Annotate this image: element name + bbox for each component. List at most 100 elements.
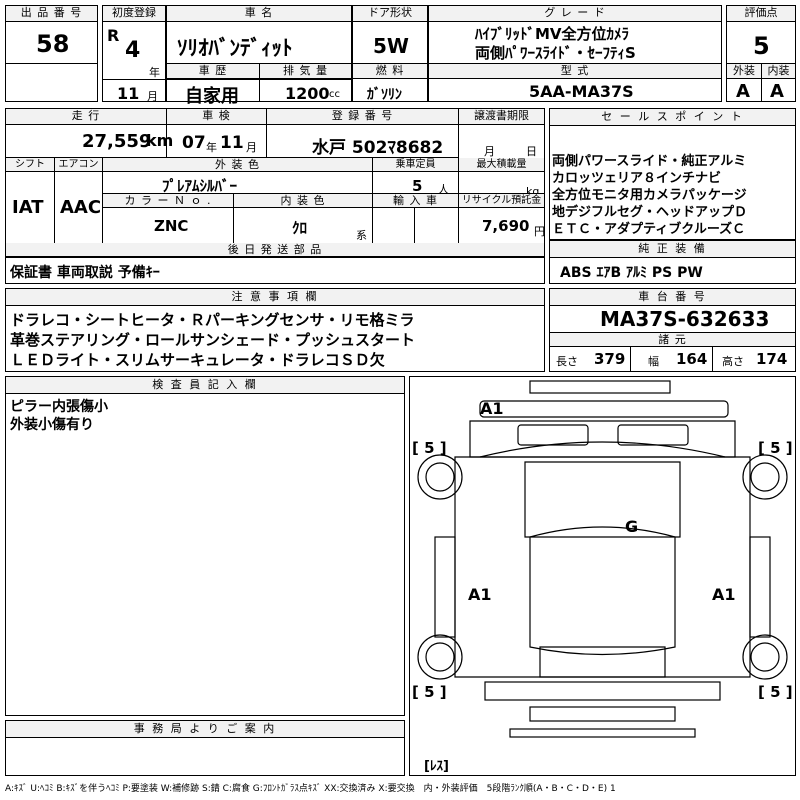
recycle-label: リサイクル預託金 xyxy=(458,194,544,208)
capacity-unit: 人 xyxy=(438,183,449,196)
fuel: ｶﾞｿﾘﾝ xyxy=(367,87,402,103)
insp-month-unit: 月 xyxy=(246,141,257,154)
sales-line: 全方位モニタ用カメラパッケージ xyxy=(552,188,747,203)
shift: IAT xyxy=(12,197,44,218)
inspector-label: 検 査 員 記 入 欄 xyxy=(6,377,404,394)
interior-label: 内 装 色 xyxy=(233,194,372,208)
score-box: 評価点 5 外装 内装 A A xyxy=(726,5,796,102)
damage-mark-left: A1 xyxy=(468,585,492,604)
inspector-box: 検 査 員 記 入 欄 ピラー内張傷小 外装小傷有り xyxy=(5,376,405,716)
shift-label: シフト xyxy=(6,158,54,172)
diagram-box: A1 G A1 A1 [ 5 ] [ 5 ] [ 5 ] [ 5 ] [ﾚｽ] xyxy=(409,376,796,776)
later-parts: 保証書 車両取説 予備ｷｰ xyxy=(10,265,160,281)
int-grade: A xyxy=(770,81,784,102)
history: 自家用 xyxy=(185,86,239,107)
ac-label: エアコン xyxy=(54,158,102,172)
equip-box: 純 正 装 備 ABS ｴｱB ｱﾙﾐ PS PW xyxy=(549,240,796,284)
reg-month-unit: 月 xyxy=(147,90,158,103)
color: ﾌﾟﾚｱﾑｼﾙﾊﾞｰ xyxy=(162,177,238,195)
ext-grade: A xyxy=(736,81,750,102)
recycle-unit: 円 xyxy=(534,225,545,238)
car-diagram xyxy=(417,380,788,738)
first-reg-label: 初度登録 xyxy=(103,6,165,22)
mileage-unit: km xyxy=(146,131,174,150)
sales-line: カロッツェリア８インチナビ xyxy=(552,171,722,186)
caution-line: ＬＥＤライト・スリムサーキュレータ・ドラレコＳＤ欠 xyxy=(10,351,385,369)
caution-label: 注 意 事 項 欄 xyxy=(6,289,544,306)
later-box: 保証書 車両取説 予備ｷｰ xyxy=(5,257,545,284)
sales-line: 両側パワースライド・純正アルミ xyxy=(552,154,747,169)
plate-label: 登 録 番 号 xyxy=(266,109,458,125)
damage-mark-center: G xyxy=(625,517,639,536)
tire-rear-right: [ 5 ] xyxy=(758,683,793,701)
wid-value: 164 xyxy=(676,350,708,368)
first-reg-box: 初度登録 R 4 年 11 月 xyxy=(102,5,166,103)
office-box: 事 務 局 よ り ご 案 内 xyxy=(5,720,405,776)
ext-label: 外装 xyxy=(727,64,761,79)
insp-year-unit: 年 xyxy=(206,141,217,154)
capacity: 5 xyxy=(412,177,423,195)
chassis-number: MA37S-632633 xyxy=(600,307,770,331)
plate: 水戸 502ﾏ8682 xyxy=(312,138,444,158)
displacement: 1200 xyxy=(285,84,330,103)
lot-box: 出 品 番 号 58 xyxy=(5,5,98,102)
damage-mark-roof: A1 xyxy=(480,399,504,418)
car-name: ｿﾘｵﾊﾞﾝﾃﾞｨｯﾄ xyxy=(177,36,293,60)
int-label: 内装 xyxy=(761,64,795,79)
model-label: 型 式 xyxy=(429,64,721,79)
sales-label: セ ー ル ス ポ イ ン ト xyxy=(550,109,795,126)
tire-front-right: [ 5 ] xyxy=(758,439,793,457)
transfer-day: 日 xyxy=(526,145,537,158)
tire-rear-left: [ 5 ] xyxy=(412,683,447,701)
inspection-label: 車 検 xyxy=(166,109,266,125)
displacement-unit: cc xyxy=(329,89,340,100)
fuel-label: 燃 料 xyxy=(353,64,427,79)
mileage-label: 走 行 xyxy=(6,109,166,125)
load-label: 最大積載量 xyxy=(458,158,544,172)
color-no: ZNC xyxy=(154,217,189,235)
lot-label: 出 品 番 号 xyxy=(6,6,97,22)
damage-mark-right: A1 xyxy=(712,585,736,604)
grade-line-2: 両側ﾊﾟﾜｰｽﾗｲﾄﾞ・ｾｰﾌﾃｨS xyxy=(475,44,636,62)
recycle: 7,690 xyxy=(482,217,530,235)
chassis-label: 車 台 番 号 xyxy=(550,289,795,306)
chassis-box: 車 台 番 号 MA37S-632633 諸 元 長さ 379 幅 164 高さ… xyxy=(549,288,796,372)
reg-year-unit: 年 xyxy=(149,66,160,79)
lot-number: 58 xyxy=(36,30,70,58)
wid-label: 幅 xyxy=(648,355,659,368)
grade-box: グ レ ー ド ﾊｲﾌﾞﾘｯﾄﾞMV全方位ｶﾒﾗ 両側ﾊﾟﾜｰｽﾗｲﾄﾞ・ｾｰﾌ… xyxy=(428,5,722,102)
interior: ｸﾛ xyxy=(292,219,308,237)
inspector-line: 外装小傷有り xyxy=(10,417,94,433)
info-grid: 走 行 車 検 登 録 番 号 譲渡書期限 27,559 km 07 年 11 … xyxy=(5,108,545,258)
grade-label: グ レ ー ド xyxy=(429,6,721,22)
name-label: 車 名 xyxy=(167,6,351,22)
insp-year: 07 xyxy=(182,133,206,153)
score: 5 xyxy=(753,32,770,60)
grade-line-1: ﾊｲﾌﾞﾘｯﾄﾞMV全方位ｶﾒﾗ xyxy=(475,25,630,43)
sales-line: ＥＴＣ・アダプティブクルーズＣ xyxy=(552,222,746,237)
import-label: 輸 入 車 xyxy=(372,194,458,208)
len-value: 379 xyxy=(594,350,626,368)
era: R xyxy=(107,26,120,45)
interior-unit: 系 xyxy=(356,229,367,242)
legend: A:ｷｽﾞ U:ﾍｺﾐ B:ｷｽﾞを伴うﾍｺﾐ P:要塗装 W:補修跡 S:錆 … xyxy=(5,784,616,794)
door-label: ドア形状 xyxy=(353,6,427,22)
caution-line: ドラレコ・シートヒータ・Ｒパーキングセンサ・リモ格ミラ xyxy=(10,311,415,329)
len-label: 長さ xyxy=(556,355,578,368)
transfer-month: 月 xyxy=(484,145,495,158)
capacity-label: 乗車定員 xyxy=(372,158,458,172)
ac: AAC xyxy=(60,197,102,218)
name-box: 車 名 ｿﾘｵﾊﾞﾝﾃﾞｨｯﾄ 車 歴 排 気 量 自家用 1200 cc xyxy=(166,5,352,107)
reg-year: 4 xyxy=(125,38,141,63)
hgt-label: 高さ xyxy=(722,355,744,368)
inspector-line: ピラー内張傷小 xyxy=(10,399,108,415)
equip-label: 純 正 装 備 xyxy=(550,241,795,258)
reg-month: 11 xyxy=(117,84,140,103)
sales-box: セ ー ル ス ポ イ ン ト 両側パワースライド・純正アルミ カロッツェリア８… xyxy=(549,108,796,240)
model: 5AA-MA37S xyxy=(529,82,634,101)
sales-line: 地デジフルセグ・ヘッドアップＤ xyxy=(552,205,748,220)
later-label: 後 日 発 送 部 品 xyxy=(6,243,544,257)
score-label: 評価点 xyxy=(727,6,795,22)
caution-box: 注 意 事 項 欄 ドラレコ・シートヒータ・Ｒパーキングセンサ・リモ格ミラ 革巻… xyxy=(5,288,545,372)
displacement-label: 排 気 量 xyxy=(259,64,351,79)
